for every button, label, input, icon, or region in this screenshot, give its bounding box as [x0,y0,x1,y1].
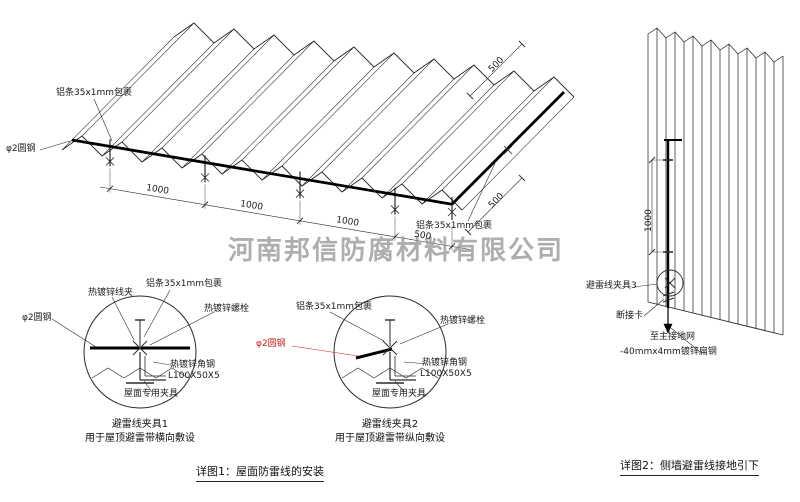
d2-subtitle: 用于屋顶避雷带纵向敷设 [335,433,445,444]
d1-label-roof-clamp: 屋面专用夹具 [124,389,179,399]
caption-detail2: 详图2：侧墙避雷线接地引下 [620,457,759,476]
wall-dim-1000: 1000 [644,209,654,232]
d2-label-roof-clamp: 屋面专用夹具 [372,389,427,399]
wall-label-flat-steel: -40mmx4mm镀锌扁钢 [620,347,717,357]
roof-label-al-strip-bottom: 铝条35x1mm包裹 [416,221,493,231]
d1-label-wire-clip: 热镀锌线夹 [88,288,134,298]
roof-label-al-strip-top: 铝条35x1mm包裹 [56,88,133,98]
d1-label-al-strip: 铝条35x1mm包裹 [146,279,223,289]
d2-label-angle-spec: L100X50X5 [420,369,472,379]
d1-label-bolt: 热镀锌螺栓 [204,304,250,314]
d2-label-bolt: 热镀锌螺栓 [440,316,486,326]
d2-label-al-strip: 铝条35x1mm包裹 [296,302,373,312]
wall-label-clamp3: 避雷线夹具3 [586,281,637,291]
d2-title: 避雷线夹具2 [361,419,419,430]
roof-label-round-steel: φ2圆钢 [6,144,36,154]
d1-label-round-steel: φ2圆钢 [22,313,52,323]
d2-label-angle-steel: 热镀锌角钢 [422,358,468,368]
d1-title: 避雷线夹具1 [111,419,169,430]
watermark-text: 河南邦信防腐材料有限公司 [228,236,565,266]
d1-label-angle-spec: L100X50X5 [168,371,220,381]
d1-label-angle-steel: 热镀锌角钢 [170,360,216,370]
wall-label-to-ground: 至主接地网 [650,332,696,342]
d2-label-round-steel: φ2圆钢 [256,339,286,349]
d1-subtitle: 用于屋顶避雷带横向敷设 [85,433,195,444]
wall-label-disconnect: 断接卡 [616,311,644,321]
caption-detail1: 详图1：屋面防雷线的安装 [196,463,324,482]
